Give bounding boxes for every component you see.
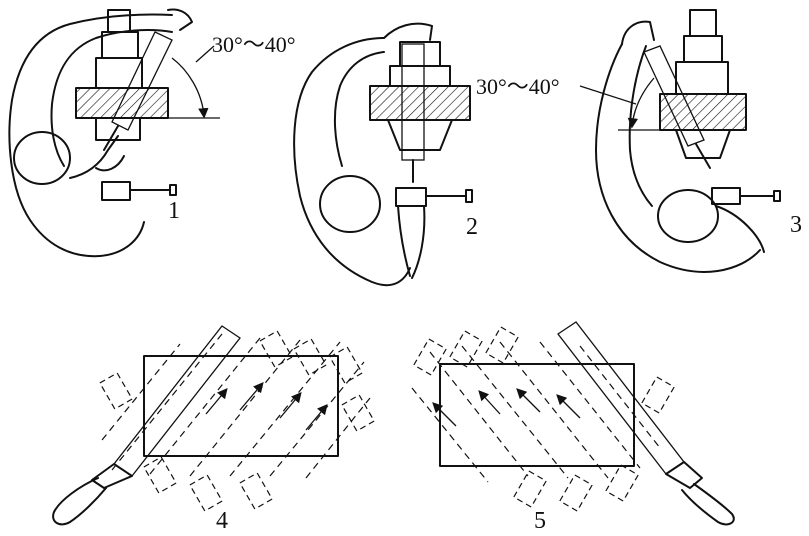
vise-3 — [659, 9, 781, 205]
file-4 — [52, 325, 241, 526]
angle-annotation-1 — [138, 45, 220, 119]
operator-3 — [595, 20, 765, 273]
figure-label-2: 2 — [466, 214, 478, 240]
figure-1-cross-filing: 30°～40° 1 — [8, 8, 296, 258]
file-1 — [103, 31, 173, 151]
file-5 — [557, 321, 735, 526]
operator-2 — [293, 22, 433, 287]
figure-label-3: 3 — [790, 212, 802, 238]
figure-label-1: 1 — [168, 198, 180, 224]
operator-1 — [8, 8, 193, 258]
figure-3-cross-filing: 30°～40° 3 — [476, 9, 802, 273]
vise-1 — [75, 9, 177, 201]
figure-4-stroke-pattern: 4 — [52, 325, 375, 534]
figure-label-5: 5 — [534, 508, 546, 531]
angle-annotation-3 — [579, 77, 660, 131]
figure-5-stroke-pattern: 5 — [411, 321, 735, 534]
stroke-traces-4 — [99, 330, 375, 512]
workpiece-5 — [439, 363, 635, 467]
file-3 — [643, 45, 711, 169]
workpiece-4 — [143, 355, 339, 457]
angle-label-1: 30°～40° — [212, 32, 296, 57]
file-2 — [401, 43, 425, 183]
figure-2-straight-filing: 2 — [293, 22, 478, 287]
vise-2 — [369, 41, 473, 207]
angle-label-3: 30°～40° — [476, 74, 560, 99]
figure-label-4: 4 — [216, 508, 228, 531]
